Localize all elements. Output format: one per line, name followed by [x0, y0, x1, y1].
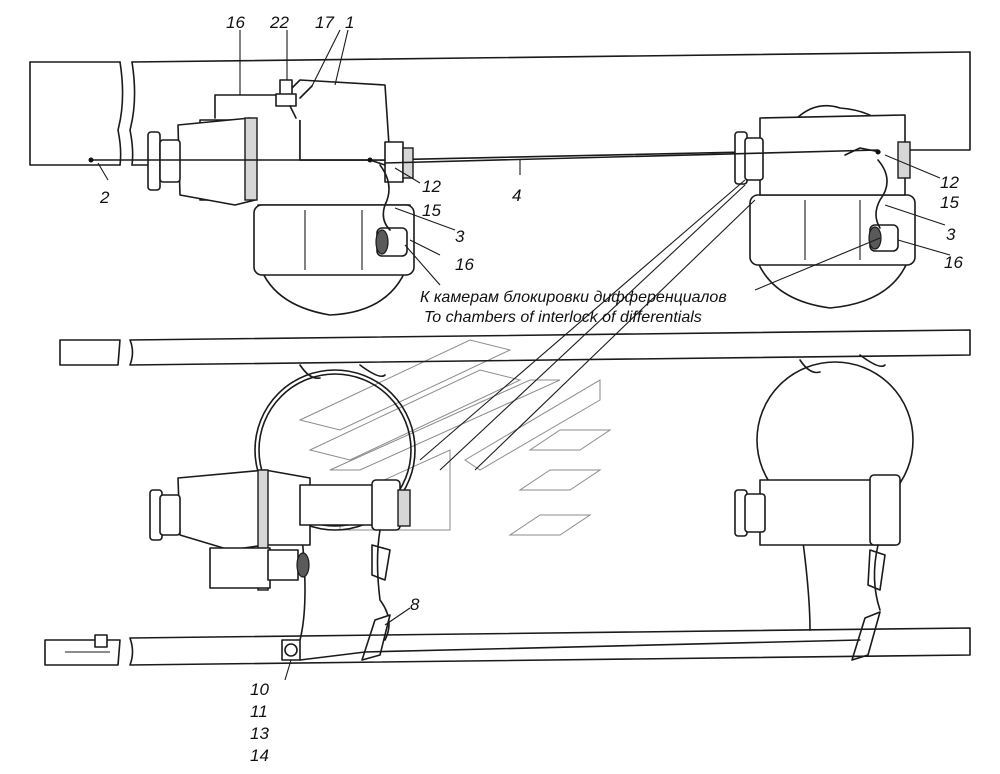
callout-10: 10 — [250, 680, 269, 699]
callout-12-right: 12 — [940, 173, 959, 192]
watermark-logo — [298, 339, 612, 536]
callout-14: 14 — [250, 746, 269, 765]
axle-housing-box — [253, 204, 415, 276]
callout-12-left: 12 — [422, 177, 441, 196]
pipe-4 — [384, 149, 879, 164]
callout-8: 8 — [410, 595, 420, 614]
callout-13: 13 — [250, 724, 269, 743]
lower-right-axle — [734, 354, 914, 661]
bottom-frame-rail — [44, 627, 971, 666]
caption-ru: К камерам блокировки дифференциалов — [420, 289, 727, 306]
callout-22: 22 — [269, 13, 289, 32]
callout-17: 17 — [315, 13, 334, 32]
callout-16-right: 16 — [944, 253, 963, 272]
middle-frame-rail — [59, 329, 971, 366]
caption-en: To chambers of interlock of differential… — [424, 309, 702, 326]
callout-2: 2 — [99, 188, 110, 207]
callout-labels: 16 22 17 1 2 4 12 15 3 16 12 15 3 16 8 1… — [99, 13, 963, 765]
callout-15-right: 15 — [940, 193, 959, 212]
lower-left-axle — [149, 364, 416, 661]
callout-3-left: 3 — [455, 227, 465, 246]
upper-right-axle — [734, 104, 916, 309]
callout-15-left: 15 — [422, 201, 441, 220]
callout-leaders — [97, 29, 951, 681]
callout-11: 11 — [250, 702, 268, 721]
callout-16-top: 16 — [226, 13, 245, 32]
callout-16-left: 16 — [455, 255, 474, 274]
callout-1: 1 — [345, 13, 354, 32]
callout-4: 4 — [512, 186, 521, 205]
callout-3-right: 3 — [946, 225, 956, 244]
upper-left-axle — [147, 79, 415, 316]
